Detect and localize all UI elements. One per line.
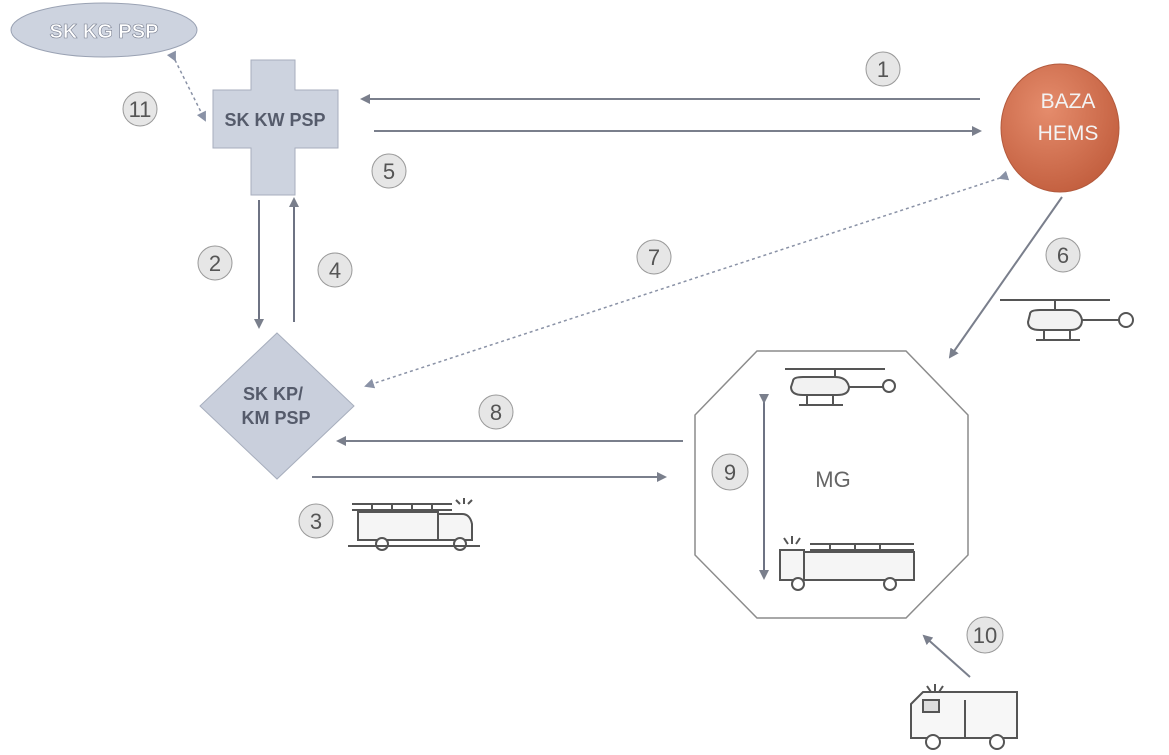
- svg-text:8: 8: [490, 400, 502, 425]
- km-psp-label: KM PSP: [241, 408, 310, 428]
- svg-text:6: 6: [1057, 243, 1069, 268]
- sk-kw-psp-label: SK KW PSP: [224, 110, 325, 130]
- arrow-6-hems-to-mg: [950, 197, 1062, 357]
- svg-text:7: 7: [648, 245, 660, 270]
- step-badge-9: 9: [712, 454, 748, 490]
- sk-kp-label: SK KP/: [243, 384, 303, 404]
- ambulance-icon: [911, 684, 1017, 749]
- hems-label: HEMS: [1038, 122, 1099, 145]
- step-badge-4: 4: [318, 253, 352, 287]
- svg-text:5: 5: [383, 159, 395, 184]
- fire-truck-icon: [348, 498, 480, 550]
- mg-label: MG: [815, 467, 850, 492]
- arrow-10-ambulance-to-mg: [924, 636, 970, 677]
- sk-kg-psp-label: SK KG PSP: [50, 21, 159, 43]
- step-badge-8: 8: [479, 395, 513, 429]
- arrow-11-dashed: [175, 60, 205, 120]
- step-badge-2: 2: [198, 246, 232, 280]
- step-badge-3: 3: [299, 504, 333, 538]
- step-badge-7: 7: [637, 240, 671, 274]
- svg-text:10: 10: [973, 623, 997, 648]
- step-badge-11: 11: [123, 92, 157, 126]
- baza-label: BAZA: [1041, 90, 1096, 113]
- svg-text:1: 1: [877, 57, 889, 82]
- svg-text:9: 9: [724, 460, 736, 485]
- sk-kp-km-psp-node: SK KP/ KM PSP: [200, 333, 354, 479]
- svg-text:2: 2: [209, 251, 221, 276]
- helicopter-icon: [1000, 300, 1133, 340]
- sk-kg-psp-node: SK KG PSP: [11, 3, 197, 57]
- step-badge-5: 5: [372, 154, 406, 188]
- svg-text:3: 3: [310, 509, 322, 534]
- sk-kw-psp-node: SK KW PSP: [213, 60, 338, 195]
- step-badge-6: 6: [1046, 238, 1080, 272]
- baza-hems-node: BAZA HEMS: [1001, 64, 1119, 192]
- svg-text:11: 11: [129, 97, 152, 122]
- step-badge-10: 10: [967, 617, 1003, 653]
- step-badge-1: 1: [866, 52, 900, 86]
- svg-text:4: 4: [329, 258, 341, 283]
